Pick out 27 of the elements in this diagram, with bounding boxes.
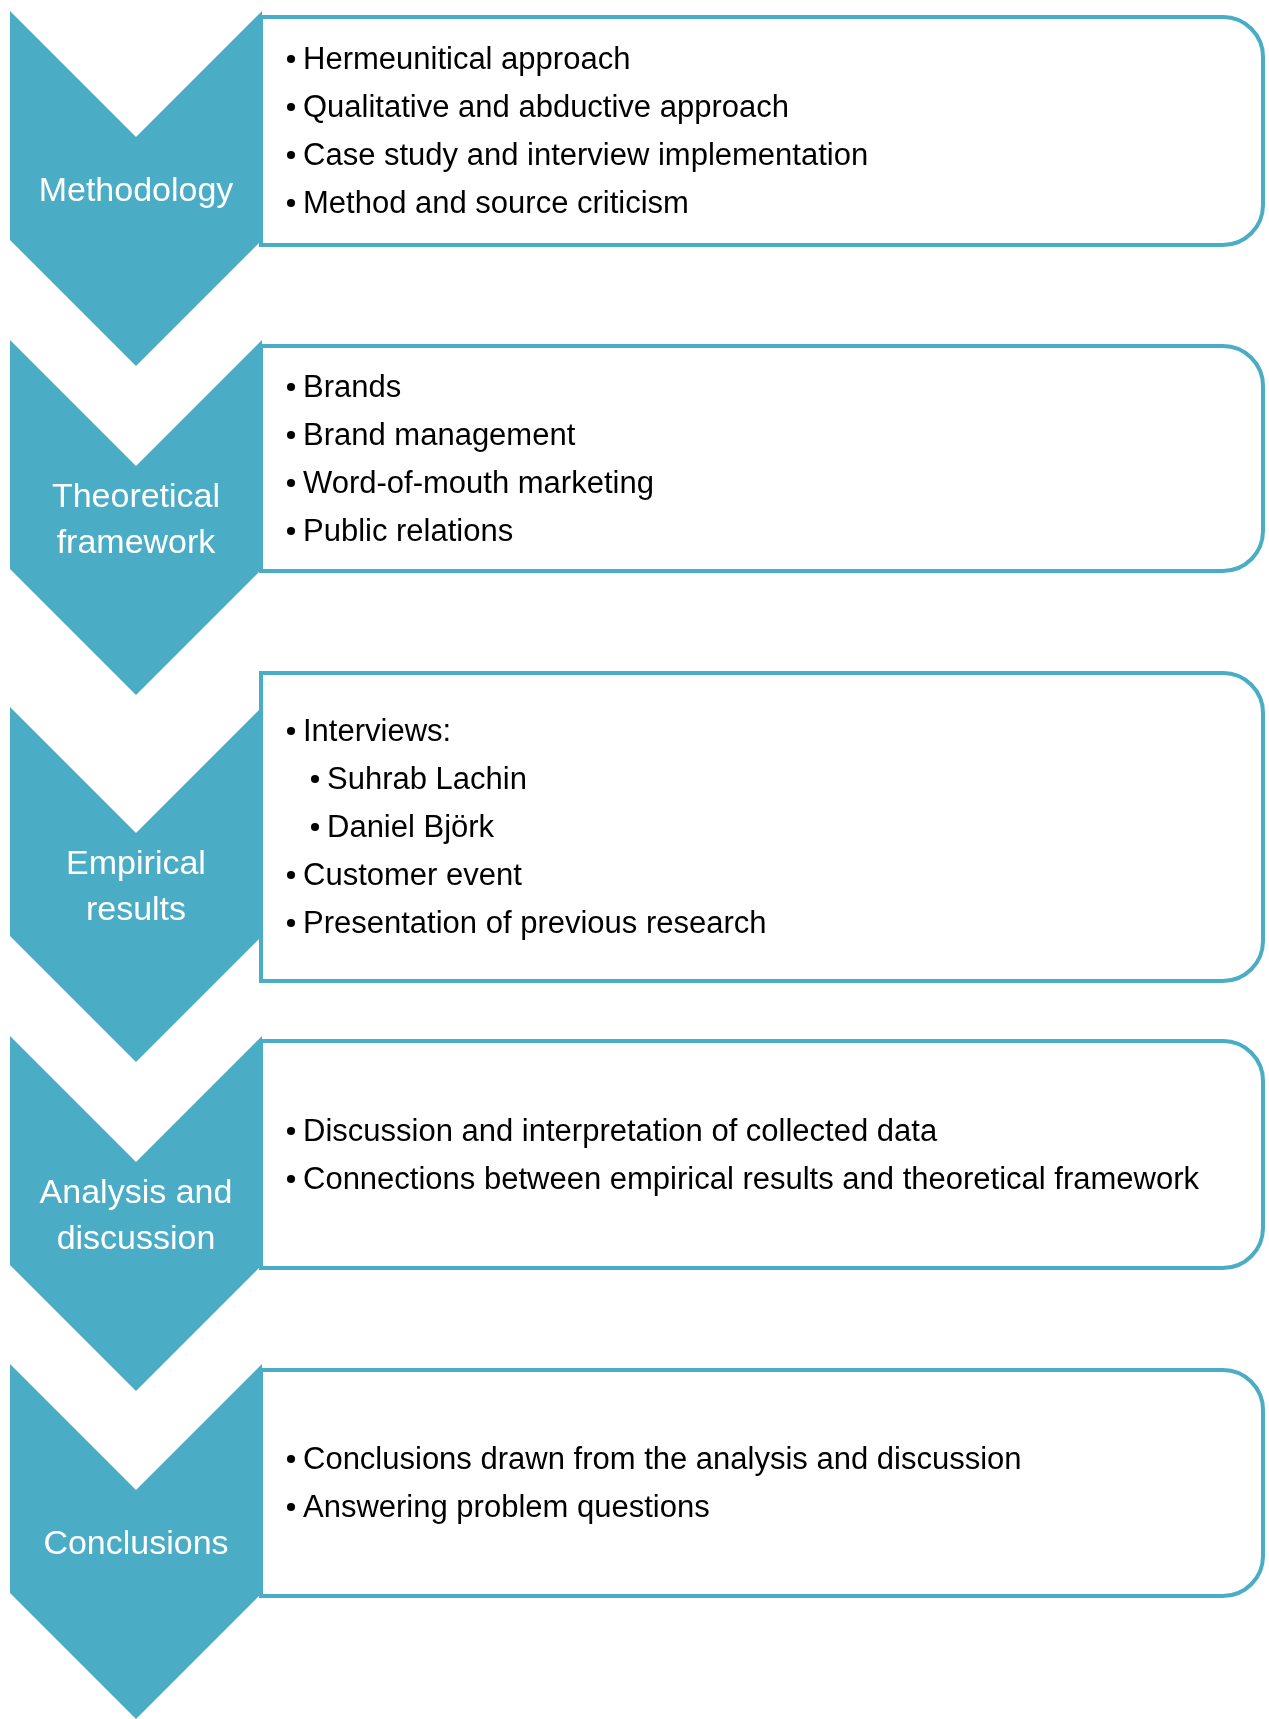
stage-label: Empirical results [65,841,207,929]
list-item-text: Public relations [303,511,514,550]
stage-label: Theoretical framework [50,474,222,562]
stage-label: Methodology [37,168,235,210]
list-item-text: Answering problem questions [303,1488,710,1526]
list-item-text: Conclusions drawn from the analysis and discussion [303,1440,1022,1478]
list-item-text: Interviews: [303,712,452,750]
list-item-text: Case study and interview implementation [303,136,869,174]
content-box [259,1039,1265,1270]
list-item-text: Word-of-mouth marketing [303,463,654,502]
list-item-text: Qualitative and abductive approach [303,88,789,126]
content-box [259,671,1265,983]
content-box [259,344,1265,573]
content-box [259,1368,1265,1598]
content-box [259,15,1265,247]
list-item-text: Suhrab Lachin [327,760,527,798]
stage-label: Analysis and discussion [38,1170,234,1258]
stage-label: Conclusions [42,1521,230,1563]
list-item-text: Customer event [303,856,522,894]
list-item-text: Brands [303,367,402,406]
list-item-text: Method and source criticism [303,184,689,222]
list-item-text: Daniel Björk [327,808,495,846]
list-item-text: Brand management [303,415,576,454]
list-item-text: Discussion and interpretation of collected data [303,1111,938,1150]
list-item-text: Hermeunitical approach [303,40,631,78]
list-item-text: Presentation of previous research [303,904,767,942]
list-item-text: Connections between empirical results and theoretical framework [303,1159,1199,1198]
